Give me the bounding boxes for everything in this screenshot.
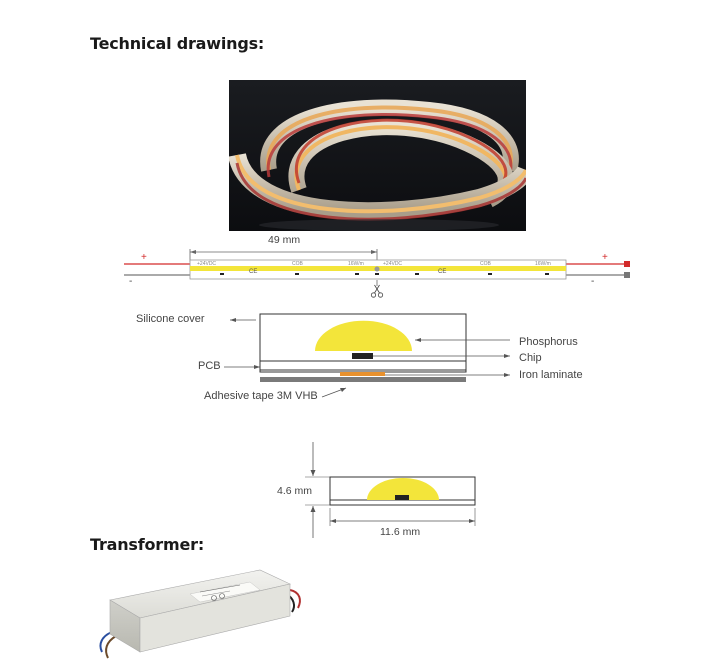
strip-text-5: COB (480, 261, 491, 267)
iron-laminate-label: Iron laminate (519, 369, 583, 381)
ce-mark-2: CE (438, 269, 447, 275)
plus-label-right: + (602, 252, 608, 263)
minus-label-right: - (591, 276, 595, 287)
silicone-cover-arrow (228, 313, 258, 332)
adhesive-tape-label: Adhesive tape 3M VHB (204, 390, 318, 402)
plus-label-left: + (141, 252, 147, 263)
strip-text-2: COB (292, 261, 303, 267)
height-dimension-label: 4.6 mm (277, 485, 313, 497)
chip-label: Chip (519, 352, 542, 364)
phosphorus-label: Phosphorus (519, 336, 578, 348)
minus-label-left: - (129, 276, 133, 287)
ce-mark-1: CE (249, 269, 258, 275)
strip-text-4: +24VDC (383, 261, 403, 267)
transformer-photo (90, 560, 320, 665)
strip-dimension-label: 49 mm (268, 234, 301, 246)
strip-drawing (120, 240, 640, 300)
silicone-cover-label: Silicone cover (136, 313, 205, 325)
transformer-heading: Transformer: (90, 535, 205, 554)
strip-text-1: +24VDC (197, 261, 217, 267)
width-dimension-label: 11.6 mm (380, 526, 421, 538)
adhesive-arrow (320, 385, 350, 406)
strip-text-3: 16W/m (348, 261, 364, 267)
technical-drawings-heading: Technical drawings: (90, 34, 265, 53)
cross-section-drawing (220, 310, 520, 390)
pcb-label: PCB (198, 360, 221, 372)
scissors-icon (370, 284, 384, 298)
pcb-arrow (222, 360, 262, 379)
profile-drawing (295, 440, 495, 540)
strip-text-6: 16W/m (535, 261, 551, 267)
led-strip-photo (228, 80, 535, 231)
